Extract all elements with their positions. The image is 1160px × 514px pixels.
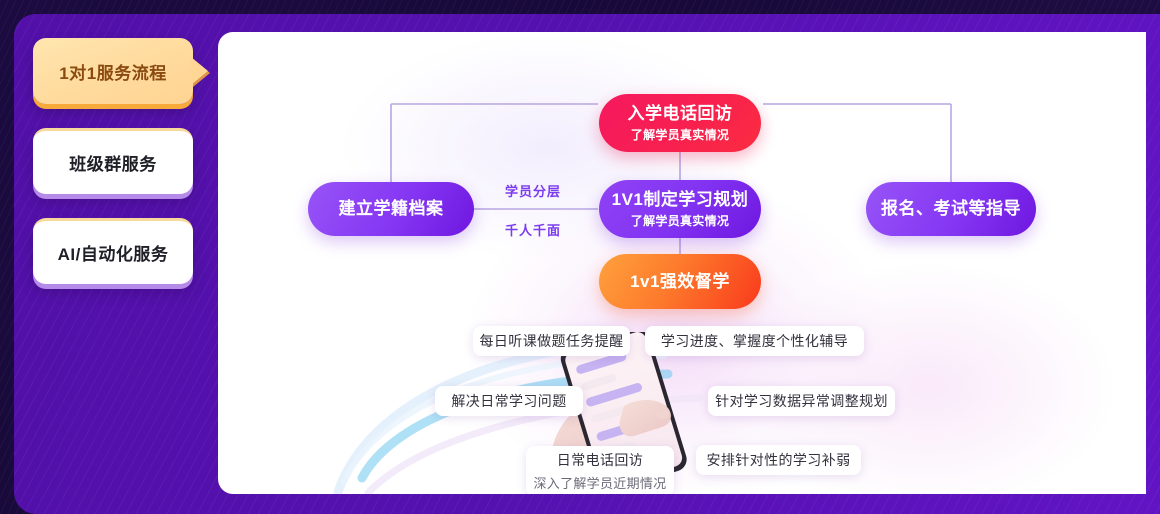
callout-subtitle: 深入了解学员近期情况 [533,476,667,491]
sidebar-item-service-process[interactable]: 1对1服务流程 [33,38,193,104]
flow-node-student-archive[interactable]: 建立学籍档案 [308,182,474,236]
flow-node-title: 1V1制定学习规划 [611,190,749,210]
flow-node-title: 入学电话回访 [627,104,733,124]
callout-title: 安排针对性的学习补弱 [706,452,851,468]
flow-node-title: 1v1强效督学 [630,271,730,291]
callout-title: 日常电话回访 [556,452,644,468]
flow-node-subtitle: 了解学员真实情况 [630,213,730,228]
sidebar-item-ai-automation-service[interactable]: AI/自动化服务 [33,218,193,284]
callout-adjust-plan-on-anomaly[interactable]: 针对学习数据异常调整规划 [708,386,895,416]
sidebar-item-label: 班级群服务 [69,155,157,174]
flow-node-subtitle: 了解学员真实情况 [630,127,730,142]
callout-title: 针对学习数据异常调整规划 [715,393,888,409]
branch-label-lower: 千人千面 [505,223,562,238]
sidebar-item-label: AI/自动化服务 [57,245,169,264]
flow-node-study-plan[interactable]: 1V1制定学习规划 了解学员真实情况 [599,180,761,238]
callout-title: 学习进度、掌握度个性化辅导 [660,333,849,349]
branch-label-upper: 学员分层 [505,184,562,199]
flow-connectors [390,103,952,254]
callout-progress-personalized-coaching[interactable]: 学习进度、掌握度个性化辅导 [645,326,864,356]
callout-daily-phone-callback[interactable]: 日常电话回访 深入了解学员近期情况 [526,446,674,494]
callout-solve-daily-problems[interactable]: 解决日常学习问题 [435,386,583,416]
callout-title: 解决日常学习问题 [451,393,567,409]
flow-node-tutoring[interactable]: 1v1强效督学 [599,254,761,309]
flow-node-exam-guidance[interactable]: 报名、考试等指导 [866,182,1036,236]
flow-node-intake-call[interactable]: 入学电话回访 了解学员真实情况 [599,94,761,152]
sidebar-item-label: 1对1服务流程 [59,63,167,83]
callout-arrange-targeted-remediation[interactable]: 安排针对性的学习补弱 [696,445,861,475]
sidebar: 1对1服务流程 班级群服务 AI/自动化服务 [33,38,199,308]
flow-node-title: 建立学籍档案 [338,199,444,219]
flow-node-title: 报名、考试等指导 [881,199,1021,219]
callout-daily-task-reminder[interactable]: 每日听课做题任务提醒 [473,326,630,356]
sidebar-item-class-group-service[interactable]: 班级群服务 [33,128,193,194]
content-panel: 入学电话回访 了解学员真实情况 1V1制定学习规划 了解学员真实情况 1v1强效… [218,32,1146,494]
callout-title: 每日听课做题任务提醒 [479,333,624,349]
